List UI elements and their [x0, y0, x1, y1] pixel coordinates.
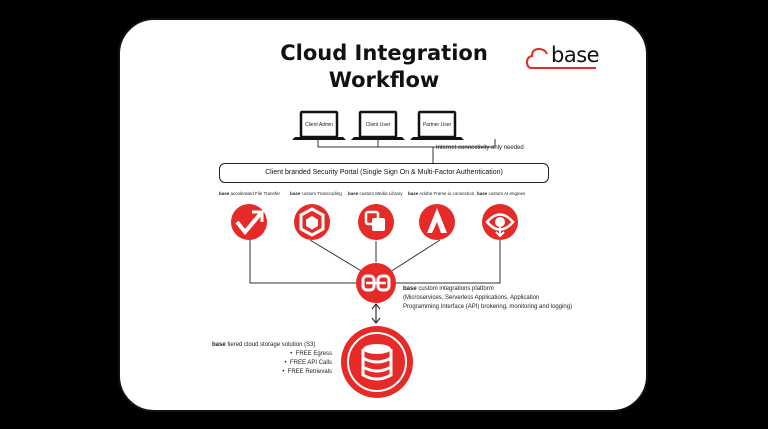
- connector-file-transfer: [249, 240, 358, 284]
- ai-engine-icon: [482, 204, 518, 240]
- integration-platform-icon: [356, 263, 396, 303]
- brand-word: base: [212, 342, 226, 348]
- laptop-label: Client Admin: [305, 122, 333, 128]
- brand-word: base: [219, 191, 230, 196]
- laptop-partner-user: Partner User: [410, 110, 464, 140]
- integration-label: custom integrations platform: [418, 286, 494, 292]
- integration-line-3: Programming Interface (API) brokering, m…: [403, 304, 573, 310]
- adobe-icon: [419, 204, 455, 240]
- brand-word: base: [477, 191, 488, 196]
- diagram-title: Cloud Integration Workflow: [268, 40, 500, 94]
- brand-word: base: [408, 191, 419, 196]
- storage-bullet-list: • FREE Egress • FREE API Calls • FREE Re…: [212, 350, 336, 377]
- security-portal-box: Client branded Security Portal (Single S…: [219, 163, 549, 183]
- service-label-text: Adobe Frame.io connection: [419, 191, 475, 196]
- connectivity-note: Internet connectivity only needed: [436, 145, 524, 151]
- connector-ai-engines: [395, 240, 501, 284]
- service-label-file-transfer: base accelerated File Transfer: [219, 191, 280, 196]
- storage-bullet: • FREE API Calls: [284, 360, 332, 366]
- storage-description: base tiered cloud storage solution (S3) …: [212, 341, 336, 377]
- service-label-text: custom AI engines: [488, 191, 526, 196]
- security-portal-label: Client branded Security Portal (Single S…: [265, 169, 503, 176]
- service-label-media-library: base custom Media Library: [348, 191, 403, 196]
- transcoding-icon: [294, 204, 330, 240]
- laptop-connector: [317, 139, 496, 163]
- integration-line-2: (Microservices, Serverless Applications,…: [403, 295, 540, 301]
- brand-word: base: [290, 191, 301, 196]
- laptop-client-admin: Client Admin: [292, 110, 346, 140]
- integration-storage-arrow: [371, 303, 381, 324]
- integration-description: base custom integrations platform (Micro…: [403, 285, 572, 312]
- storage-bullet: • FREE Egress: [290, 351, 332, 357]
- file-transfer-icon: [231, 204, 267, 240]
- service-label-ai-engines: base custom AI engines: [477, 191, 525, 196]
- service-label-text: accelerated File Transfer: [230, 191, 281, 196]
- brand-word: base: [403, 286, 417, 292]
- laptop-client-user: Client User: [351, 110, 405, 140]
- logo-text: base: [551, 43, 600, 67]
- laptop-label: Client User: [366, 122, 391, 128]
- service-label-transcoding: base custom Transcoding: [290, 191, 342, 196]
- service-label-adobe: base Adobe Frame.io connection: [408, 191, 474, 196]
- storage-bullet: • FREE Retrievals: [282, 369, 332, 375]
- base-logo-icon: [526, 47, 596, 69]
- service-label-text: custom Transcoding: [301, 191, 342, 196]
- media-library-icon: [358, 204, 394, 240]
- connector-adobe: [389, 239, 441, 273]
- brand-word: base: [348, 191, 359, 196]
- storage-label: tiered cloud storage solution (S3): [227, 342, 316, 348]
- cloud-storage-icon: [341, 326, 413, 398]
- laptop-label: Partner User: [423, 122, 452, 128]
- service-label-text: custom Media Library: [359, 191, 403, 196]
- title-line-2: Workflow: [328, 68, 440, 92]
- connector-transcoding: [309, 239, 364, 273]
- title-line-1: Cloud Integration: [280, 41, 488, 65]
